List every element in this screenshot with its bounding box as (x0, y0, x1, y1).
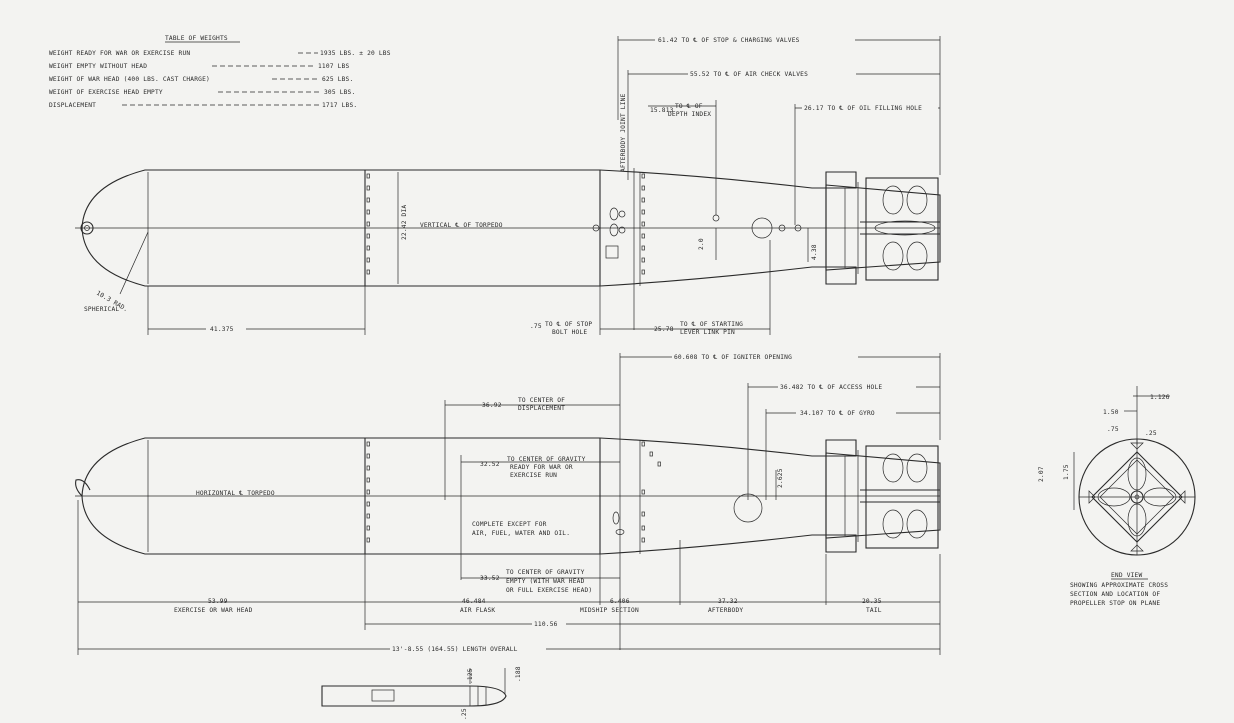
rivet-row (366, 441, 661, 543)
stop-dim-a: .125 (467, 668, 474, 684)
top-view: 61.42 TO ℄ OF STOP & CHARGING VALVES 55.… (75, 34, 941, 336)
segment-head-value: 53.99 (208, 598, 228, 605)
weight-row-value: 305 LBS. (324, 89, 355, 96)
starting-lever-label-1: TO ℄ OF STARTING (680, 321, 743, 328)
weight-row-label: WEIGHT OF EXERCISE HEAD EMPTY (49, 89, 163, 96)
stop-bolt-label-2: BOLT HOLE (552, 329, 587, 336)
radius-label-2: SPHERICAL (84, 306, 119, 313)
displacement-label-1: TO CENTER OF (518, 397, 565, 404)
end-dim-f: 2.07 (1038, 466, 1045, 482)
end-dim-e: 1.75 (1063, 464, 1070, 480)
segment-flask-label: AIR FLASK (460, 607, 495, 614)
segment-tail-value: 20.35 (862, 598, 882, 605)
complete-note-2: AIR, FUEL, WATER AND OIL. (472, 530, 570, 537)
segment-afterbody-value: 37.32 (718, 598, 738, 605)
weight-row-label: WEIGHT OF WAR HEAD (400 LBS. CAST CHARGE… (49, 76, 210, 83)
joint-line-label: AFTERBODY JOINT LINE (620, 93, 627, 172)
igniter-dim: 60.608 TO ℄ OF IGNITER OPENING (674, 354, 792, 361)
weight-row-label: DISPLACEMENT (49, 102, 96, 109)
displacement-value: 36.92 (482, 402, 502, 409)
head-length-dim: 41.375 (210, 326, 234, 333)
weight-row-label: WEIGHT EMPTY WITHOUT HEAD (49, 63, 147, 70)
stop-dim-c: .25 (461, 708, 468, 720)
body-length-dim: 110.56 (534, 621, 558, 628)
weights-title: TABLE OF WEIGHTS (165, 35, 228, 42)
horizontal-centerline-label: HORIZONTAL ℄ TORPEDO (196, 490, 275, 497)
end-dim-d: .25 (1145, 430, 1157, 437)
side-view: 60.608 TO ℄ OF IGNITER OPENING 36.482 TO… (75, 351, 941, 655)
cg-empty-label-3: OR FULL EXERCISE HEAD) (506, 587, 592, 594)
weight-row-value: 1107 LBS (318, 63, 349, 70)
weight-row-value: 625 LBS. (322, 76, 353, 83)
cg-empty-label-1: TO CENTER OF GRAVITY (506, 569, 585, 576)
segment-afterbody-label: AFTERBODY (708, 607, 743, 614)
weight-row-value: 1717 LBS. (322, 102, 357, 109)
end-dim-b: 1.50 (1103, 409, 1119, 416)
cg-empty-value: 33.52 (480, 575, 500, 582)
vertical-centerline-label: VERTICAL ℄ OF TORPEDO (420, 222, 503, 229)
weight-row-value: 1935 LBS. ± 20 LBS (320, 50, 391, 57)
segment-flask-value: 46.484 (462, 598, 486, 605)
depth-index-to: TO ℄ OF (675, 103, 703, 110)
complete-note-1: COMPLETE EXCEPT FOR (472, 521, 547, 528)
small-vertical-dim: 2.0 (698, 238, 705, 250)
overall-length-dim: 13'-8.55 (164.55) LENGTH OVERALL (392, 646, 518, 653)
end-view-title: END VIEW (1111, 572, 1142, 579)
stop-bolt-value: .75 (530, 323, 542, 330)
end-view-caption-2: SECTION AND LOCATION OF (1070, 591, 1160, 598)
end-view: 1.126 1.50 .75 .25 1.75 2.07 END VIEW SH… (1038, 386, 1196, 607)
stop-bolt-label-1: TO ℄ OF STOP (545, 321, 592, 328)
segment-midship-label: MIDSHIP SECTION (580, 607, 639, 614)
right-vertical-dim: 4.38 (811, 244, 818, 260)
rivet-row (366, 173, 645, 275)
cg-ready-label-2: READY FOR WAR OR (510, 464, 573, 471)
end-dim-a: 1.126 (1150, 394, 1170, 401)
access-hole-dim: 36.482 TO ℄ OF ACCESS HOLE (780, 384, 882, 391)
starting-lever-value: 25.78 (654, 326, 674, 333)
gyro-dim: 34.107 TO ℄ OF GYRO (800, 410, 875, 417)
air-check-dim: 55.52 TO ℄ OF AIR CHECK VALVES (690, 71, 808, 78)
propeller-stop-detail: .125 .188 .25 (321, 666, 522, 720)
weight-row-label: WEIGHT READY FOR WAR OR EXERCISE RUN (49, 50, 190, 57)
oil-hole-dim: 26.17 TO ℄ OF OIL FILLING HOLE (804, 105, 922, 112)
diameter-dim: 22.42 DIA (401, 205, 408, 240)
stop-dim-b: .188 (515, 666, 522, 682)
displacement-label-2: DISPLACEMENT (518, 405, 565, 412)
cg-empty-label-2: EMPTY (WITH WAR HEAD (506, 578, 585, 585)
cg-ready-value: 32.52 (480, 461, 500, 468)
end-view-caption-3: PROPELLER STOP ON PLANE (1070, 600, 1160, 607)
weights-table: TABLE OF WEIGHTS WEIGHT READY FOR WAR OR… (49, 35, 391, 109)
cg-ready-label-3: EXERCISE RUN (510, 472, 557, 479)
end-view-caption-1: SHOWING APPROXIMATE CROSS (1070, 582, 1168, 589)
depth-index-value: 15.813 (650, 107, 674, 114)
starting-lever-label-2: LEVER LINK PIN (680, 329, 735, 336)
gyro-vertical-dim: 2.625 (777, 468, 784, 488)
segment-tail-label: TAIL (866, 607, 882, 614)
stop-valves-dim: 61.42 TO ℄ OF STOP & CHARGING VALVES (658, 37, 800, 44)
segment-head-label: EXERCISE OR WAR HEAD (174, 607, 253, 614)
depth-index-text: DEPTH INDEX (668, 111, 711, 118)
cg-ready-label-1: TO CENTER OF GRAVITY (507, 456, 586, 463)
segment-midship-value: 6.406 (610, 598, 630, 605)
end-dim-c: .75 (1107, 426, 1119, 433)
